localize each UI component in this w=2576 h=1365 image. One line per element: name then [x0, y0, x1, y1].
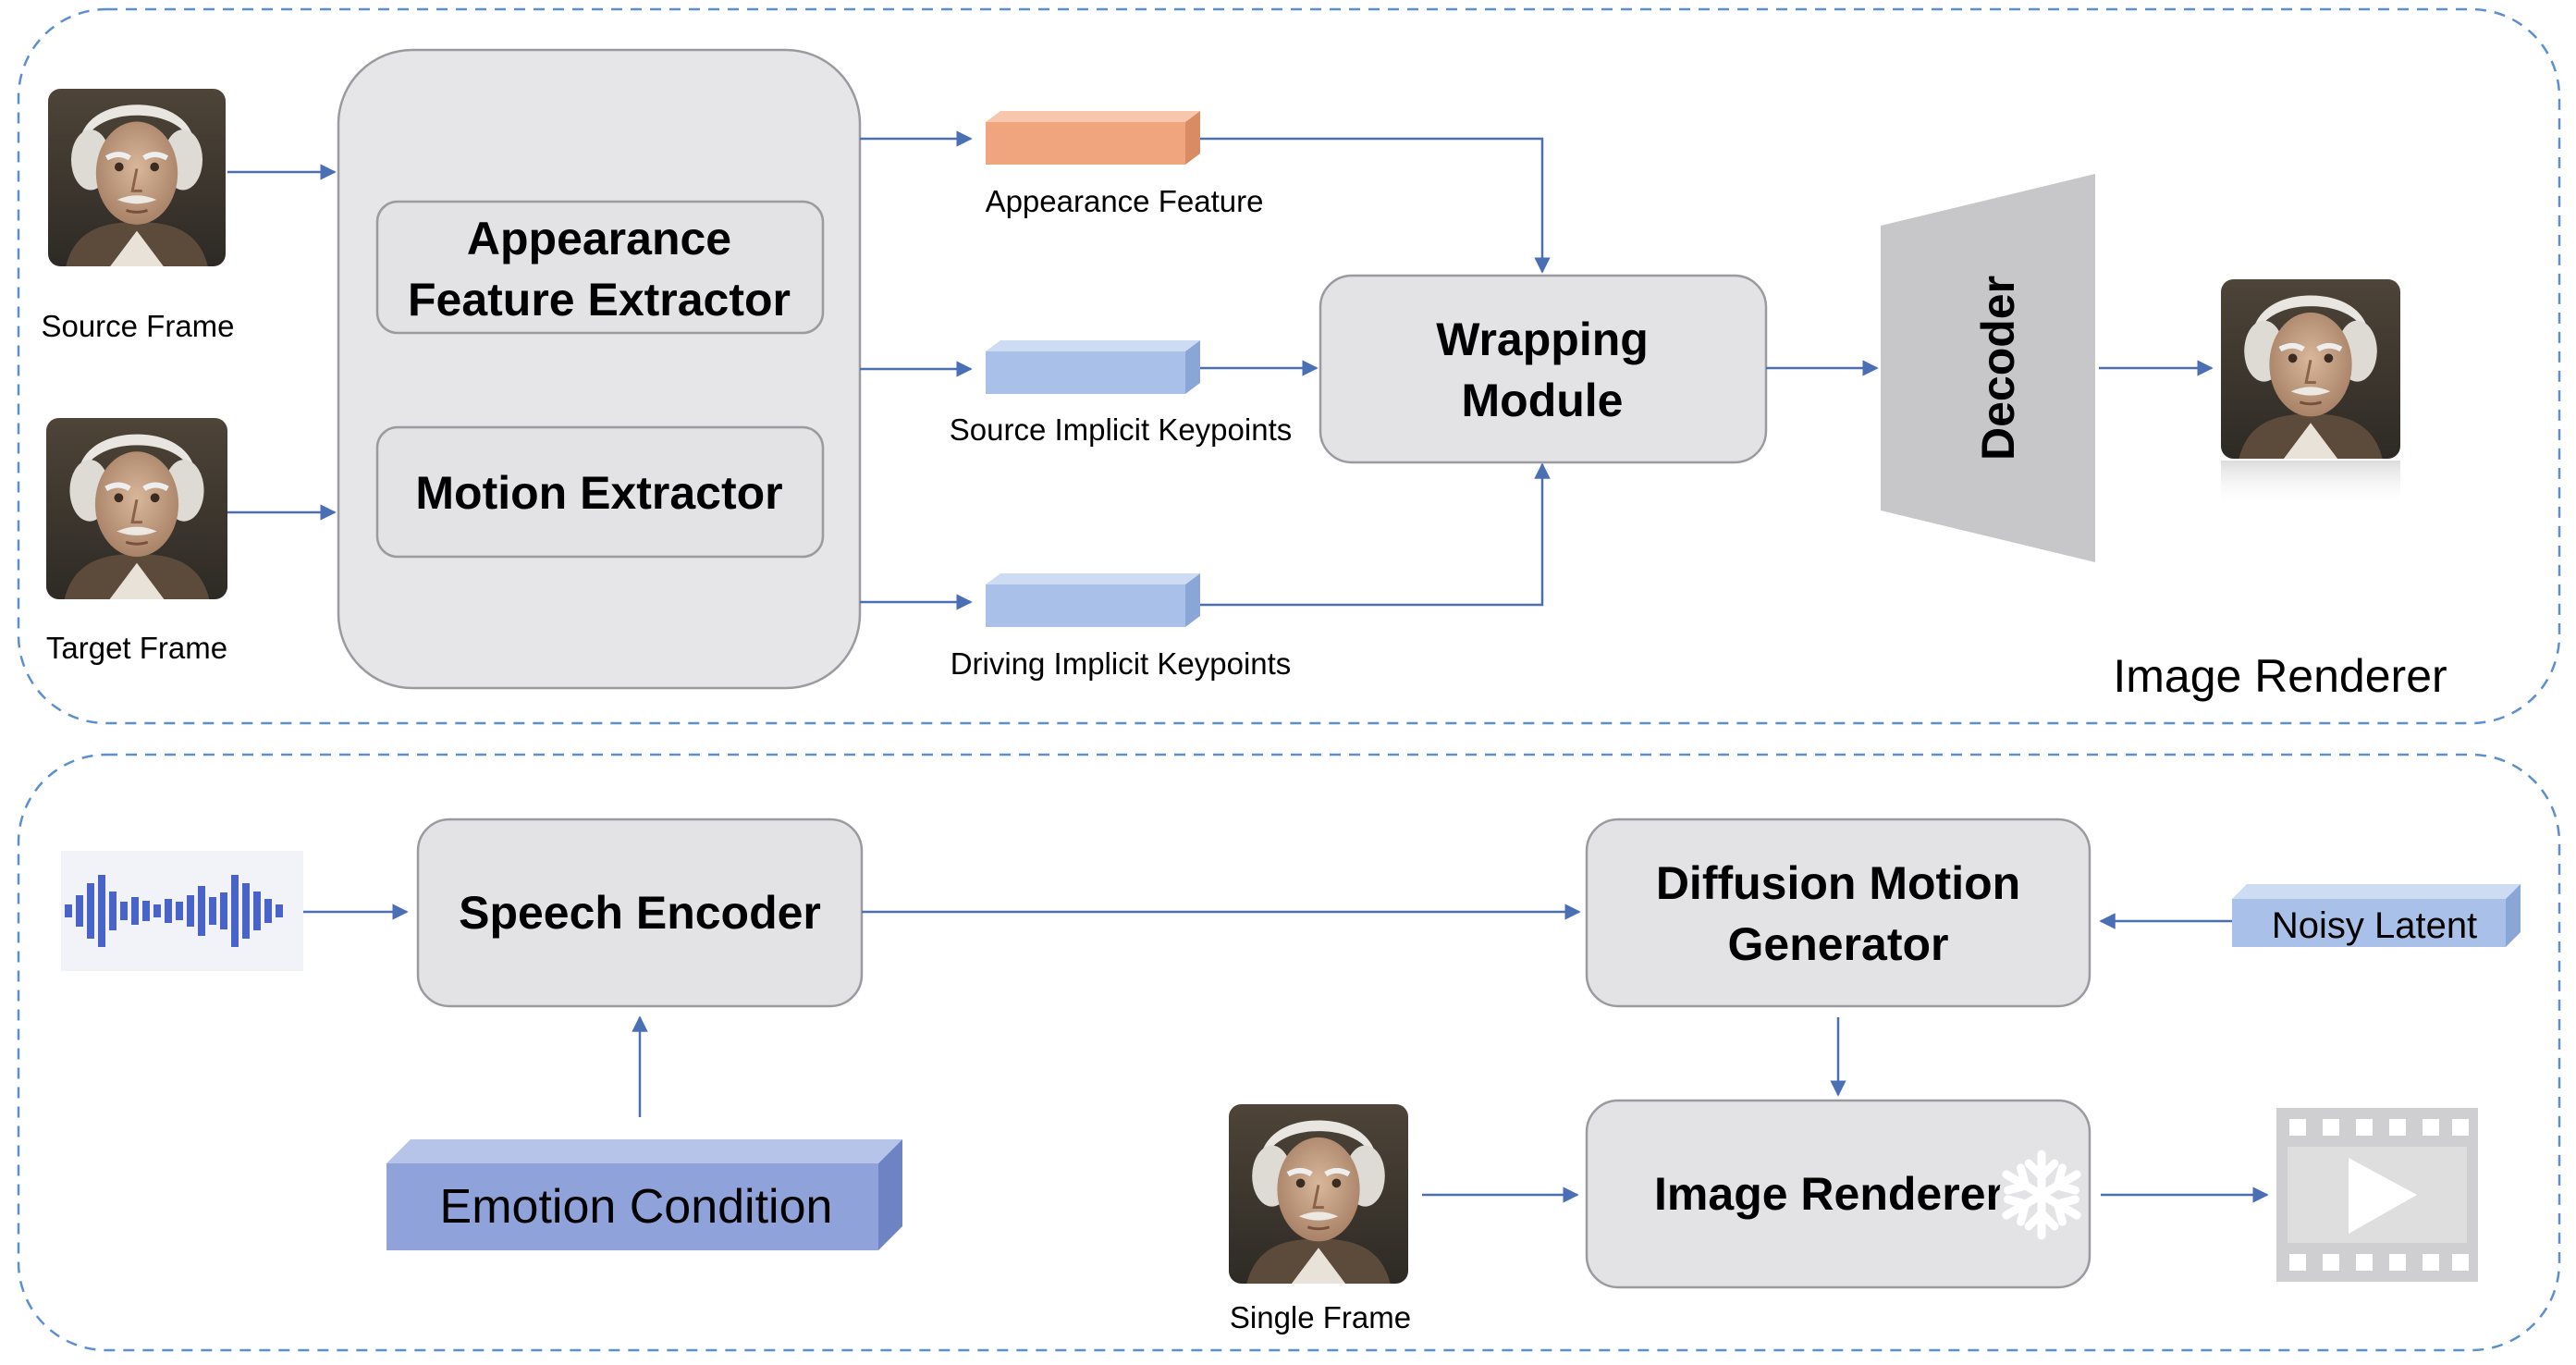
top-panel-caption: Image Renderer — [2113, 650, 2447, 702]
image-renderer-box — [1585, 1099, 2091, 1289]
source-keypoints-label: Source Implicit Keypoints — [950, 412, 1293, 447]
bottom-panel-border — [17, 753, 2561, 1352]
snowflake-icon — [1999, 1150, 2084, 1240]
driving-keypoints-block — [986, 573, 1200, 627]
appearance-extractor-line2: Feature Extractor — [408, 274, 791, 326]
target-frame-label: Target Frame — [46, 631, 227, 665]
appearance-extractor-line1: Appearance — [467, 213, 731, 264]
image-renderer-label: Image Renderer — [1654, 1168, 2004, 1220]
emotion-condition-block — [386, 1139, 902, 1250]
output-portrait-icon — [2221, 279, 2400, 459]
diffusion-generator-box — [1585, 818, 2091, 1008]
emotion-condition-label: Emotion Condition — [440, 1180, 833, 1234]
source-keypoints-block — [986, 340, 1200, 394]
single-frame-portrait-icon — [1229, 1104, 1408, 1284]
noisy-latent-block — [2232, 884, 2521, 947]
appearance-extractor-box — [375, 200, 825, 335]
source-frame-label: Source Frame — [41, 309, 234, 343]
top-panel-border — [17, 7, 2561, 725]
appearance-feature-label: Appearance Feature — [986, 184, 1264, 218]
arrow-appearance-to-wrapping — [1200, 137, 1551, 274]
wrapping-module-line2: Module — [1462, 375, 1624, 426]
wrapping-module-box — [1319, 274, 1768, 464]
target-portrait-icon — [46, 418, 227, 599]
waveform-icon — [61, 851, 303, 971]
output-reflection — [2221, 461, 2400, 509]
source-portrait-icon — [48, 89, 226, 266]
single-frame-label: Single Frame — [1230, 1300, 1411, 1334]
arrow-driving-kp-to-wrapping — [1200, 462, 1551, 607]
speech-encoder-label: Speech Encoder — [459, 887, 821, 939]
motion-extractor-box — [375, 425, 825, 559]
diffusion-generator-line2: Generator — [1728, 918, 1949, 970]
driving-keypoints-label: Driving Implicit Keypoints — [951, 646, 1292, 681]
decoder-shape — [1881, 174, 2095, 562]
extractor-container — [337, 48, 862, 690]
video-play-icon — [2276, 1108, 2478, 1282]
wrapping-module-line1: Wrapping — [1436, 314, 1649, 365]
diffusion-generator-line1: Diffusion Motion — [1656, 857, 2020, 909]
noisy-latent-label: Noisy Latent — [2272, 905, 2477, 946]
appearance-feature-block — [986, 111, 1200, 165]
decoder-label: Decoder — [1972, 276, 2024, 461]
motion-extractor-label: Motion Extractor — [415, 467, 782, 519]
